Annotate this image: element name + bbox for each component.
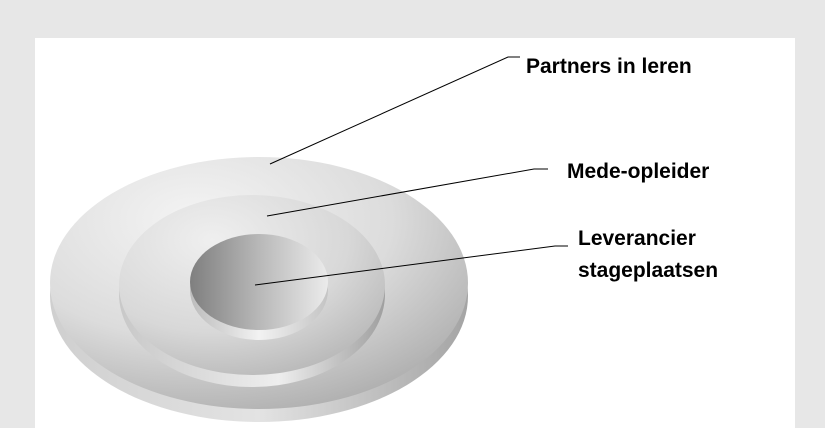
label-stageplaatsen: stageplaatsen	[578, 259, 718, 282]
ring-inner	[190, 234, 328, 340]
leader-line-leverancier	[254, 245, 568, 286]
label-leverancier: Leverancier	[578, 227, 696, 250]
leader-line-partners	[269, 56, 520, 165]
leader-line-mede-opleider	[266, 168, 548, 217]
label-mede-opleider: Mede-opleider	[567, 160, 709, 183]
label-partners-in-leren: Partners in leren	[526, 55, 692, 78]
